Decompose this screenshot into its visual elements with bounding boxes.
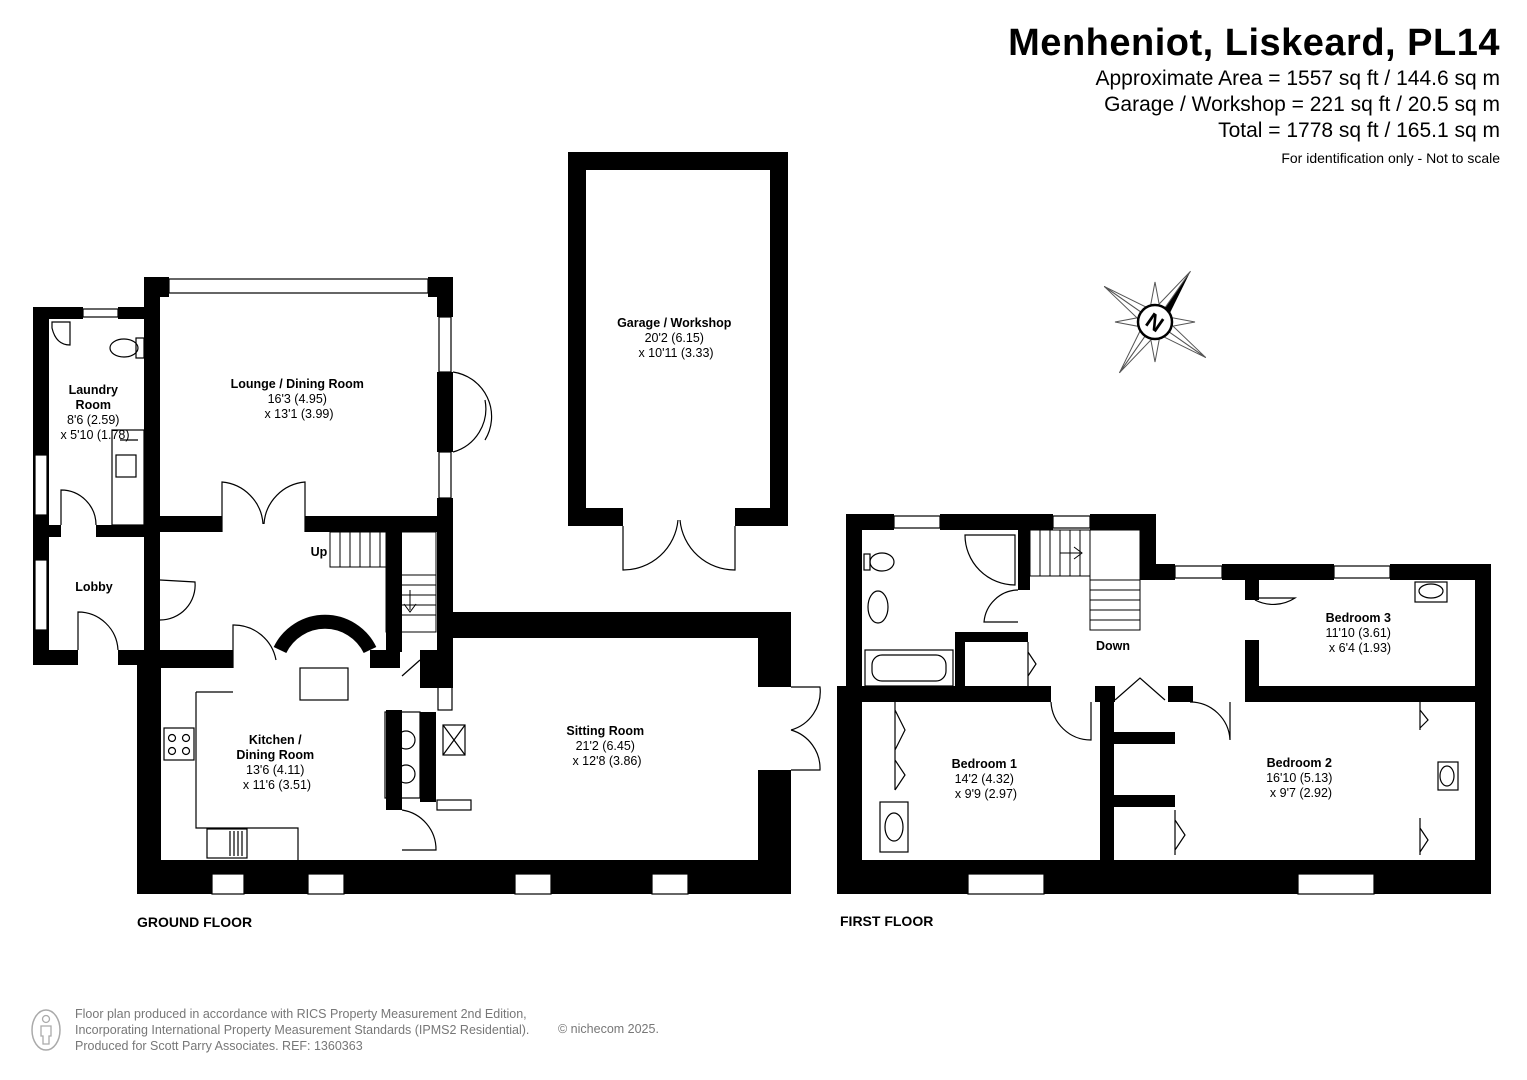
compass-icon: N — [1103, 270, 1207, 374]
room-bedroom2: Bedroom 2 16'10 (5.13) x 9'7 (2.92) — [1266, 756, 1336, 800]
ground-stairs — [329, 531, 437, 633]
bedroom2-dim-2: x 9'7 (2.92) — [1270, 786, 1332, 800]
room-garage: Garage / Workshop 20'2 (6.15) x 10'11 (3… — [617, 316, 735, 360]
scale-note: For identification only - Not to scale — [1281, 150, 1500, 166]
bedroom1-dim-2: x 9'9 (2.97) — [955, 787, 1017, 801]
first-floor-walls — [837, 514, 1491, 894]
room-sitting: Sitting Room 21'2 (6.45) x 12'8 (3.86) — [566, 724, 647, 768]
kitchen-name-1: Kitchen / — [249, 733, 302, 747]
first-floor-label: FIRST FLOOR — [840, 913, 934, 929]
bedroom3-dim-2: x 6'4 (1.93) — [1329, 641, 1391, 655]
ground-fixtures — [51, 321, 472, 860]
kitchen-dim-1: 13'6 (4.11) — [246, 763, 304, 777]
footer: Floor plan produced in accordance with R… — [75, 1006, 529, 1054]
footer-copyright: © nichecom 2025. — [558, 1022, 659, 1036]
room-lobby: Lobby — [75, 580, 113, 594]
garage-dim-1: 20'2 (6.15) — [645, 331, 704, 345]
header: Menheniot, Liskeard, PL14 Approximate Ar… — [1008, 20, 1500, 166]
bedroom1-name: Bedroom 1 — [952, 757, 1017, 771]
lounge-dim-2: x 13'1 (3.99) — [264, 407, 333, 421]
total-area: Total = 1778 sq ft / 165.1 sq m — [1218, 119, 1500, 142]
approx-area: Approximate Area = 1557 sq ft / 144.6 sq… — [1095, 67, 1501, 90]
bedroom1-dim-1: 14'2 (4.32) — [955, 772, 1014, 786]
lounge-dim-1: 16'3 (4.95) — [268, 392, 327, 406]
bedroom3-name: Bedroom 3 — [1326, 611, 1391, 625]
garage-area: Garage / Workshop = 221 sq ft / 20.5 sq … — [1104, 93, 1500, 116]
first-floor-windows — [893, 515, 1391, 895]
laundry-name-2: Room — [76, 398, 111, 412]
ground-floor-windows — [34, 278, 689, 895]
bedroom2-dim-1: 16'10 (5.13) — [1266, 771, 1332, 785]
property-title: Menheniot, Liskeard, PL14 — [1008, 22, 1500, 64]
ground-floor-label: GROUND FLOOR — [137, 914, 253, 930]
bedroom3-dim-1: 11'10 (3.61) — [1326, 626, 1391, 640]
room-bedroom3: Bedroom 3 11'10 (3.61) x 6'4 (1.93) — [1326, 611, 1395, 655]
sitting-dim-2: x 12'8 (3.86) — [572, 754, 641, 768]
garage-dim-2: x 10'11 (3.33) — [638, 346, 713, 360]
stairs-down-label: Down — [1096, 639, 1130, 653]
room-labels: Laundry Room 8'6 (2.59) x 5'10 (1.78) Lo… — [60, 316, 1395, 801]
first-fixtures — [863, 534, 1459, 853]
garage-name: Garage / Workshop — [617, 316, 732, 330]
footer-line-3: Produced for Scott Parry Associates. REF… — [75, 1039, 363, 1053]
room-laundry: Laundry Room 8'6 (2.59) x 5'10 (1.78) — [60, 383, 129, 442]
sitting-name: Sitting Room — [566, 724, 644, 738]
sitting-dim-1: 21'2 (6.45) — [576, 739, 635, 753]
lobby-name: Lobby — [75, 580, 113, 594]
person-icon — [31, 1009, 61, 1051]
bedroom2-name: Bedroom 2 — [1267, 756, 1332, 770]
room-bedroom1: Bedroom 1 14'2 (4.32) x 9'9 (2.97) — [952, 757, 1021, 801]
first-floor-doors — [894, 589, 1429, 855]
laundry-dim-2: x 5'10 (1.78) — [60, 428, 129, 442]
laundry-name-1: Laundry — [69, 383, 118, 397]
kitchen-name-2: Dining Room — [236, 748, 314, 762]
stairs-up-label: Up — [311, 545, 328, 559]
laundry-dim-1: 8'6 (2.59) — [67, 413, 119, 427]
room-kitchen: Kitchen / Dining Room 13'6 (4.11) x 11'6… — [236, 733, 317, 792]
room-lounge: Lounge / Dining Room 16'3 (4.95) x 13'1 … — [231, 377, 368, 421]
ground-floor-doors — [60, 371, 821, 851]
first-stairs — [1029, 529, 1141, 631]
lounge-name: Lounge / Dining Room — [231, 377, 364, 391]
kitchen-dim-2: x 11'6 (3.51) — [243, 778, 311, 792]
footer-line-1: Floor plan produced in accordance with R… — [75, 1007, 527, 1021]
footer-line-2: Incorporating International Property Mea… — [75, 1023, 530, 1037]
